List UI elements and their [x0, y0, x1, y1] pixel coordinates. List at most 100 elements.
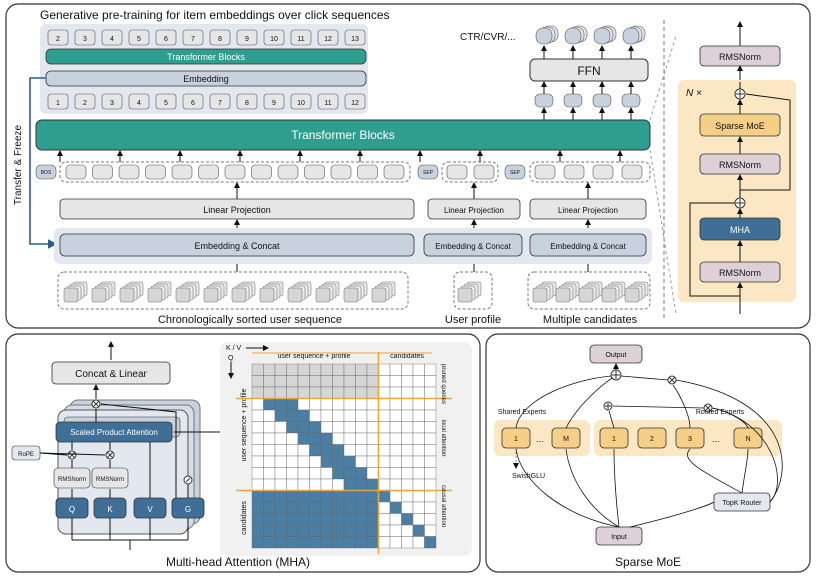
mask-cell: [424, 490, 437, 503]
mask-cell: [332, 432, 345, 445]
mask-cell: [251, 409, 264, 422]
moe-connection: [687, 448, 743, 494]
moe-routed-sum-sign: [605, 403, 611, 409]
mask-cell: [263, 398, 276, 411]
rope-lines: [39, 452, 106, 456]
mask-cell: [378, 386, 391, 399]
detail-mha-label: MHA: [730, 225, 750, 235]
mask-cell: [355, 455, 368, 468]
moe-gate-n-sign: [704, 404, 712, 412]
mask-cell: [309, 386, 322, 399]
mask-cell: [412, 409, 425, 422]
mask-cell: [309, 478, 322, 491]
mask-cell: [412, 444, 425, 457]
token-label: 5: [137, 36, 141, 43]
user-profile-label: User profile: [445, 314, 501, 326]
mask-cell: [286, 501, 299, 514]
transfer-freeze-label: Transfer & Freeze: [13, 124, 24, 205]
mask-cell: [263, 444, 276, 457]
mask-cell: [320, 432, 333, 445]
profile-token: [473, 164, 495, 180]
mask-cell: [297, 478, 310, 491]
mask-cell: [366, 432, 379, 445]
mask-cell: [297, 375, 310, 388]
mask-cell: [389, 375, 402, 388]
token-label: 8: [245, 100, 249, 107]
mask-cell: [332, 455, 345, 468]
sequence-token: [277, 164, 299, 180]
token-label: 5: [164, 100, 168, 107]
linear-projection-cand-label: Linear Projection: [558, 206, 618, 215]
mask-cell: [389, 363, 402, 376]
mask-cell: [355, 363, 368, 376]
mask-cell: [343, 444, 356, 457]
token-box: [209, 29, 231, 46]
mask-cell: [412, 375, 425, 388]
token-label: 1: [56, 100, 60, 107]
candidate-output-token: [563, 93, 583, 108]
mask-cell: [297, 409, 310, 422]
token-box: [263, 29, 285, 46]
mask-cell: [401, 398, 414, 411]
mask-cell: [320, 501, 333, 514]
user-sequence-item: [259, 287, 275, 303]
mask-cell: [309, 375, 322, 388]
mask-cell: [320, 375, 333, 388]
mask-cell: [274, 398, 287, 411]
mask-cell: [332, 478, 345, 491]
user-profile-item: [457, 287, 473, 303]
mask-cell: [389, 513, 402, 526]
mask-cell: [274, 536, 287, 549]
mask-cell: [320, 386, 333, 399]
mask-cell: [332, 398, 345, 411]
user-sequence-item: [175, 287, 191, 303]
mask-cell: [401, 478, 414, 491]
mask-cell: [320, 398, 333, 411]
moe-connection: [741, 448, 749, 494]
mask-cell: [378, 455, 391, 468]
mask-cell: [355, 444, 368, 457]
mask-cell: [412, 536, 425, 549]
token-label: 2: [56, 36, 60, 43]
mask-cell: [309, 432, 322, 445]
mask-cell: [389, 455, 402, 468]
mask-cell: [263, 536, 276, 549]
mask-cell: [343, 536, 356, 549]
linear-projection-seq: [59, 198, 415, 220]
user-sequence-group: [57, 271, 409, 310]
mask-cell: [424, 444, 437, 457]
token-label: 4: [110, 36, 114, 43]
user-sequence-label: Chronologically sorted user sequence: [158, 314, 342, 326]
sequence-token: [357, 164, 378, 180]
user-sequence-item: [63, 287, 79, 303]
mask-cell: [389, 501, 402, 514]
candidates-group: [527, 271, 651, 310]
mask-cell: [263, 375, 276, 388]
rmsnorm-q-label: RMSNorm: [58, 477, 86, 483]
candidate-item: [532, 287, 548, 303]
mask-cell: [297, 524, 310, 537]
mask-cell: [286, 409, 299, 422]
attention-mask-grid: [236, 352, 452, 554]
user-sequence-item: [119, 287, 135, 303]
mask-cell: [355, 524, 368, 537]
sequence-token: [65, 164, 87, 180]
detail-sparse-moe-label: Sparse MoE: [715, 121, 765, 131]
mask-cell: [366, 478, 379, 491]
mask-cell: [355, 432, 368, 445]
g-label: G: [185, 505, 191, 514]
kv-axis-label: K / V: [226, 345, 242, 352]
token-box: [182, 29, 204, 46]
detail-rmsnorm-bottom-label: RMSNorm: [719, 268, 761, 278]
mask-cell: [401, 432, 414, 445]
mask-cell: [378, 513, 391, 526]
mask-cell: [263, 455, 276, 468]
routed-expert-3-label: 3: [688, 436, 692, 443]
mask-cell: [320, 409, 333, 422]
mask-cell: [251, 363, 264, 376]
embedding-concat-profile-label: Embedding & Concat: [435, 242, 511, 251]
moe-connection: [515, 448, 620, 528]
moe-sum-sign: [612, 371, 620, 379]
